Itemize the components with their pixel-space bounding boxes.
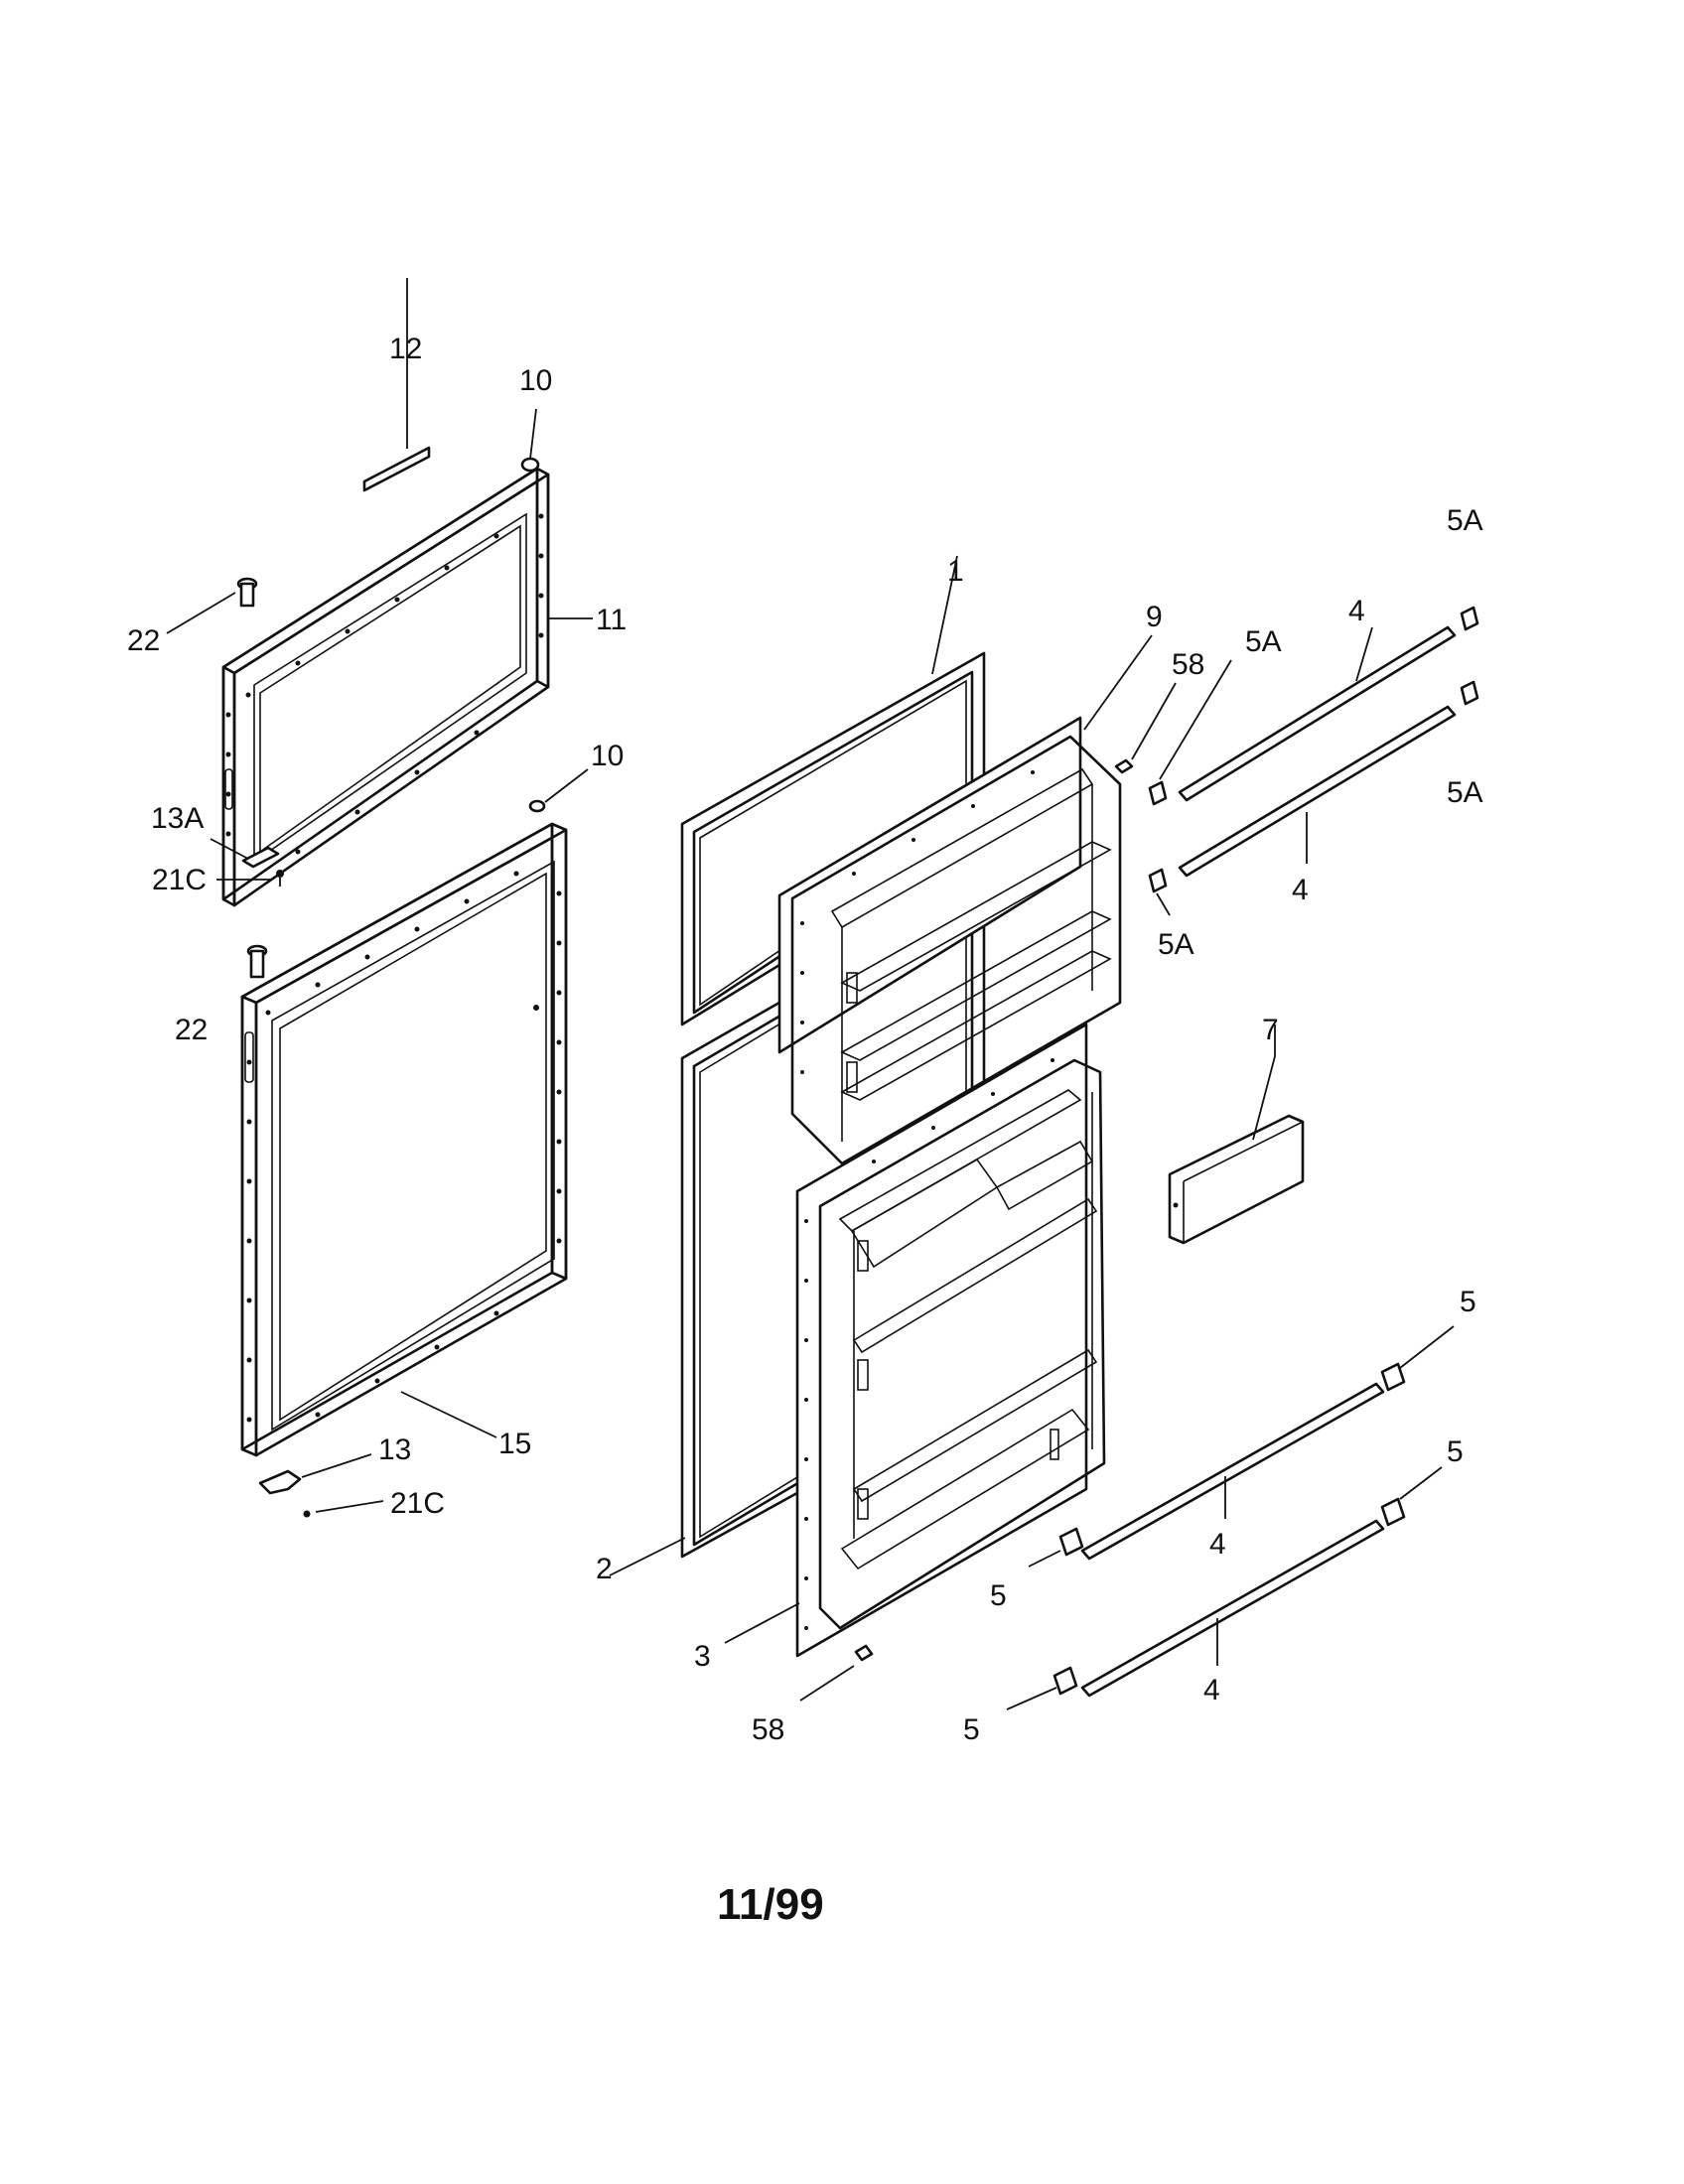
- callout-5-right-lower: 5: [1447, 1435, 1464, 1468]
- callout-4-bottom: 4: [1203, 1674, 1220, 1706]
- diagram-date-code: 11/99: [717, 1880, 824, 1929]
- freezer-inner-door-liner: [777, 634, 1153, 1165]
- hinge-plug-part-10-top: [520, 408, 540, 473]
- callout-9: 9: [1146, 601, 1163, 633]
- hinge-plug-part-10-lower: [528, 768, 589, 813]
- callout-1: 1: [947, 555, 964, 588]
- rail-end-cap-part-5A-2: [1460, 606, 1479, 631]
- door-shelf-rail-1: [1080, 1382, 1385, 1561]
- hinge-bushing-part-22-top: [166, 577, 258, 634]
- callout-4-upper-mid: 4: [1292, 874, 1309, 906]
- callout-15: 15: [498, 1428, 531, 1460]
- callout-21C-top: 21C: [152, 864, 207, 896]
- hinge-bushing-part-22-lower: [246, 944, 268, 979]
- hinge-part-13A: [210, 838, 284, 887]
- callout-4-top: 4: [1348, 595, 1365, 627]
- callout-22-lower: 22: [175, 1014, 208, 1046]
- callout-5A-right-mid: 5A: [1447, 776, 1483, 809]
- callout-5A-center-bottom: 5A: [1158, 928, 1194, 961]
- screw-part-58-bottom: [799, 1644, 874, 1702]
- callout-21C-bottom: 21C: [390, 1487, 445, 1520]
- callout-11: 11: [596, 604, 627, 636]
- rail-end-cap-part-5A-1: [1148, 659, 1232, 806]
- rail-end-cap-part-5-3: [1380, 1466, 1443, 1527]
- callout-7: 7: [1262, 1014, 1279, 1046]
- rail-end-cap-part-5A-4: [1148, 868, 1171, 916]
- callout-4-lower-mid: 4: [1209, 1528, 1226, 1561]
- fresh-food-door-frame: [240, 822, 568, 1457]
- screw-part-58-top: [1114, 682, 1177, 774]
- freezer-door-frame: [221, 467, 550, 907]
- dairy-compartment-door-part-7: [1168, 1024, 1305, 1245]
- callout-5A-right-top: 5A: [1447, 504, 1483, 537]
- callout-5A-center-top: 5A: [1245, 625, 1282, 658]
- callout-10-lower: 10: [591, 740, 624, 772]
- rail-end-cap-part-5A-3: [1460, 680, 1479, 706]
- callout-13: 13: [378, 1433, 411, 1466]
- door-shelf-rail-2: [1080, 1519, 1385, 1698]
- callout-22-top: 22: [127, 624, 160, 657]
- callout-58-bottom: 58: [752, 1713, 784, 1746]
- freezer-shelf-rail-upper: [1178, 625, 1457, 802]
- rail-end-cap-part-5-4: [1006, 1666, 1078, 1710]
- callout-2: 2: [596, 1553, 613, 1585]
- rail-end-cap-part-5-1: [1380, 1325, 1455, 1392]
- callout-3: 3: [694, 1640, 711, 1673]
- callout-13A: 13A: [151, 802, 204, 835]
- callout-5-bottom: 5: [963, 1713, 980, 1746]
- freezer-shelf-rail-lower: [1178, 705, 1457, 878]
- hinge-part-13: [258, 1453, 384, 1518]
- callout-12: 12: [389, 333, 422, 365]
- callout-10-top: 10: [519, 364, 552, 397]
- callout-5-center: 5: [990, 1579, 1007, 1612]
- callout-58-top: 58: [1172, 648, 1204, 681]
- callout-5-right-top: 5: [1460, 1286, 1476, 1318]
- rail-end-cap-part-5-2: [1028, 1527, 1084, 1568]
- door-handle-trim-part-12: [362, 278, 431, 492]
- fresh-food-inner-door-liner: [724, 1023, 1106, 1658]
